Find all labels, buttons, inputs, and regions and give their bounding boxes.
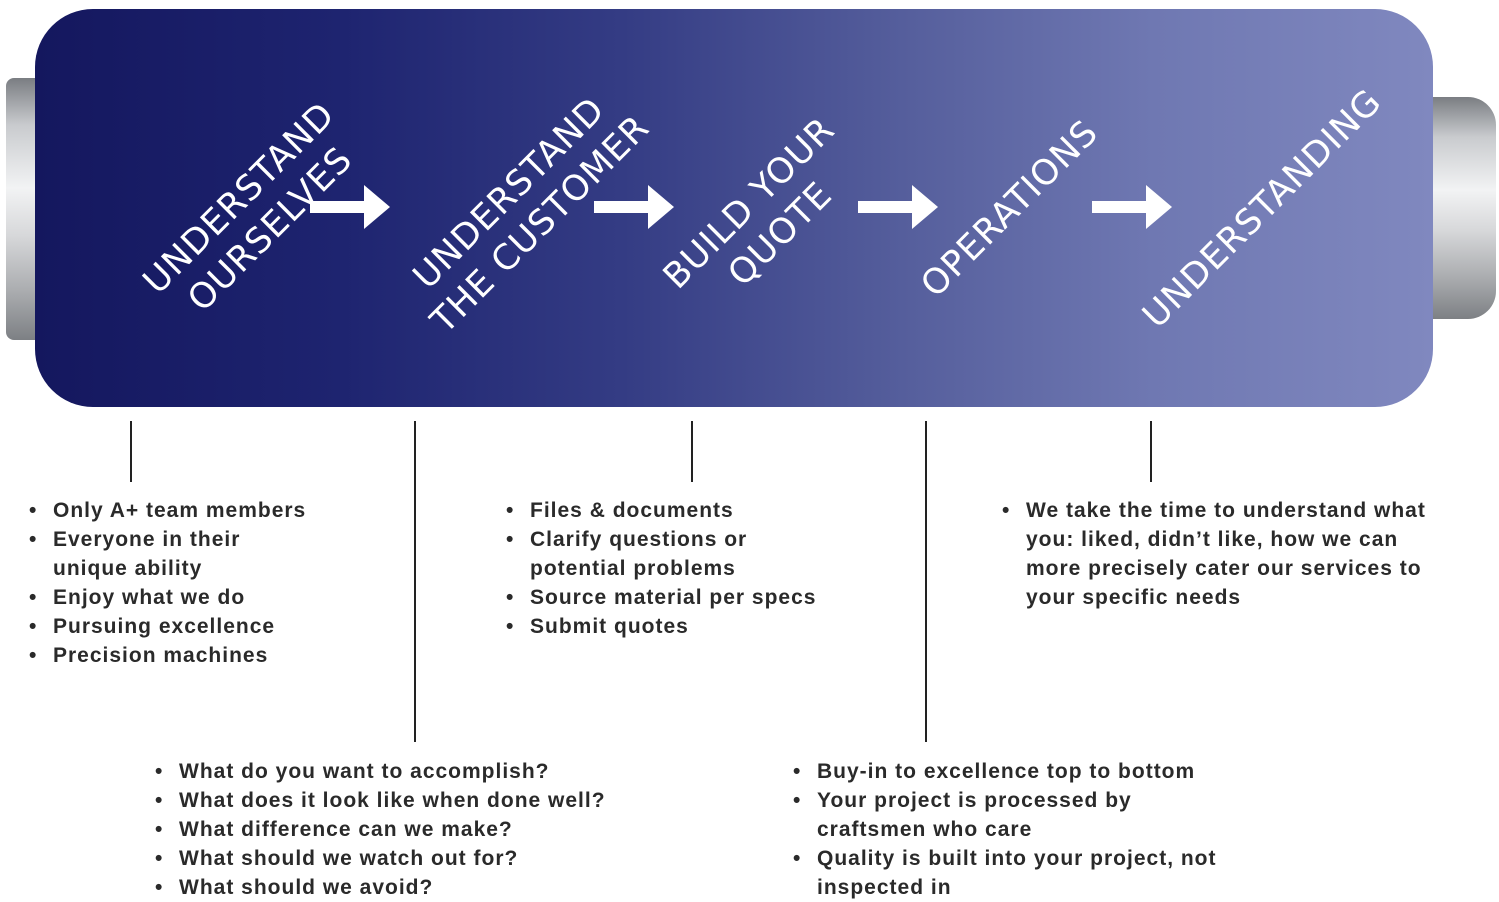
list-item: Clarify questions or potential problems xyxy=(503,525,790,583)
right-arrow-icon xyxy=(1092,185,1172,229)
connector-line-customer xyxy=(414,421,416,742)
list-item: Files & documents xyxy=(503,496,883,525)
right-arrow-icon xyxy=(858,185,938,229)
list-item: We take the time to understand what you:… xyxy=(999,496,1439,612)
customer-details: What do you want to accomplish? What doe… xyxy=(152,757,712,902)
list-item: Quality is built into your project, not … xyxy=(790,844,1307,902)
list-item: Everyone in their unique ability xyxy=(26,525,268,583)
right-arrow-icon xyxy=(594,185,674,229)
connector-line-ourselves xyxy=(130,421,132,482)
list-item: Enjoy what we do xyxy=(26,583,366,612)
operations-details: Buy-in to excellence top to bottom Your … xyxy=(790,757,1310,902)
list-item: Pursuing excellence xyxy=(26,612,366,641)
understanding-details: We take the time to understand what you:… xyxy=(999,496,1439,612)
process-banner xyxy=(35,9,1433,407)
list-item: What do you want to accomplish? xyxy=(152,757,712,786)
list-item: What does it look like when done well? xyxy=(152,786,712,815)
list-item: Your project is processed by craftsmen w… xyxy=(790,786,1237,844)
list-item: Submit quotes xyxy=(503,612,883,641)
quote-details: Files & documents Clarify questions or p… xyxy=(503,496,883,641)
list-item: Buy-in to excellence top to bottom xyxy=(790,757,1310,786)
connector-line-operations xyxy=(925,421,927,742)
list-item: Only A+ team members xyxy=(26,496,366,525)
list-item: What should we watch out for? xyxy=(152,844,712,873)
connector-line-understanding xyxy=(1150,421,1152,482)
list-item: Source material per specs xyxy=(503,583,883,612)
list-item: What should we avoid? xyxy=(152,873,712,902)
list-item: What difference can we make? xyxy=(152,815,712,844)
right-arrow-icon xyxy=(310,185,390,229)
ourselves-details: Only A+ team members Everyone in their u… xyxy=(26,496,366,670)
connector-line-quote xyxy=(691,421,693,482)
list-item: Precision machines xyxy=(26,641,366,670)
